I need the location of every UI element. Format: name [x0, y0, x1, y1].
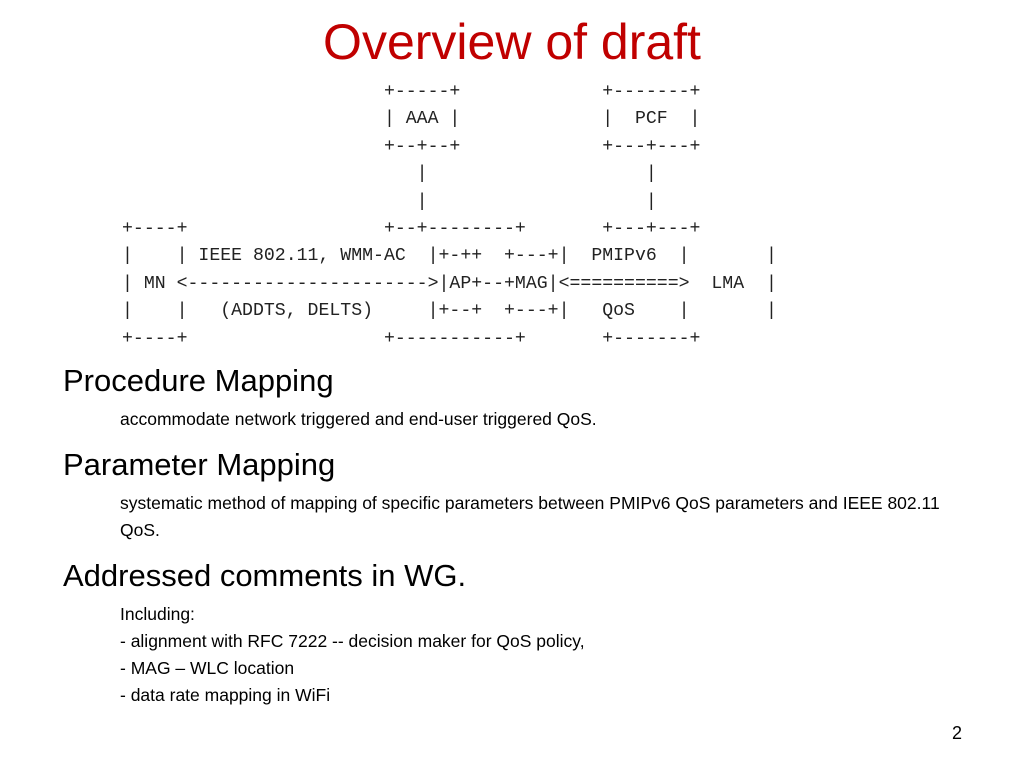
section-heading-procedure-mapping: Procedure Mapping — [63, 363, 334, 398]
section-heading-parameter-mapping: Parameter Mapping — [63, 447, 336, 482]
diagram-line: +----+ +-----------+ +-------+ — [122, 328, 701, 349]
section-heading-addressed-comments: Addressed comments in WG. — [63, 558, 467, 593]
diagram-line: | | — [122, 191, 657, 212]
page-number: 2 — [951, 723, 962, 743]
diagram-line: +-----+ +-------+ — [122, 82, 701, 102]
ascii-architecture-diagram: +-----+ +-------+ | AAA | | PCF | +--+--… — [122, 80, 982, 350]
diagram-line: | | — [122, 164, 657, 185]
diagram-line: | | (ADDTS, DELTS) |+--+ +---+| QoS | | — [122, 301, 777, 322]
diagram-line: | MN <---------------------->|AP+--+MAG|… — [122, 273, 777, 294]
section-body-parameter-mapping: systematic method of mapping of specific… — [120, 490, 970, 544]
diagram-line: | AAA | | PCF | — [122, 109, 701, 130]
diagram-line: +----+ +--+--------+ +---+---+ — [122, 219, 701, 239]
slide-title: Overview of draft — [323, 14, 701, 70]
body-text: - MAG – WLC location — [120, 658, 295, 678]
section-body-addressed-comments: Including: - alignment with RFC 7222 -- … — [120, 601, 970, 709]
body-text: systematic method of mapping of specific… — [120, 493, 940, 540]
section-body-procedure-mapping: accommodate network triggered and end-us… — [120, 406, 970, 433]
diagram-line: | | IEEE 802.11, WMM-AC |+-++ +---+| PMI… — [122, 246, 777, 267]
body-text: - data rate mapping in WiFi — [120, 685, 331, 705]
body-text: Including: — [120, 604, 195, 624]
body-text: - alignment with RFC 7222 -- decision ma… — [120, 631, 585, 651]
body-text: accommodate network triggered and end-us… — [120, 409, 597, 429]
diagram-line: +--+--+ +---+---+ — [122, 136, 701, 157]
